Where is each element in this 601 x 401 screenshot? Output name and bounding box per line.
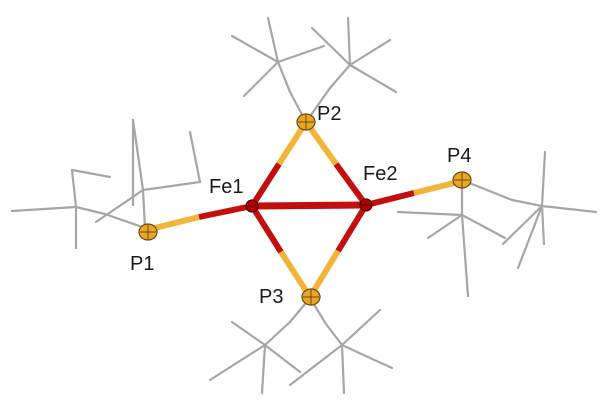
tbu-group-p1-left [10,168,147,250]
label-p3: P3 [259,286,283,308]
bond-fe1-p2 [249,120,309,208]
tbu-group-p4-right [460,150,598,270]
atom-fe1 [245,199,259,213]
bond-fe1-p3 [249,204,313,299]
tbu-group-p1-top [94,118,202,230]
atom-p4 [452,171,472,189]
label-fe2: Fe2 [363,163,397,185]
bond-fe1-fe2 [248,201,370,210]
tbu-group-p3-left [208,296,312,395]
tbu-group-p3-right [288,296,394,395]
label-fe1: Fe1 [209,176,243,198]
label-p1: P1 [130,253,154,275]
bond-fe2-p2 [303,120,369,207]
label-p2: P2 [317,103,341,125]
atom-p1 [138,223,158,241]
bond-fe2-p3 [307,203,369,299]
atom-fe2 [359,198,373,212]
tbu-group-p4-left [396,178,507,298]
atom-p2 [296,113,316,131]
tbu-group-p2-left [230,16,326,124]
label-p4: P4 [447,145,471,167]
atom-p3 [301,288,321,306]
bond-fe1-p1 [146,203,253,233]
